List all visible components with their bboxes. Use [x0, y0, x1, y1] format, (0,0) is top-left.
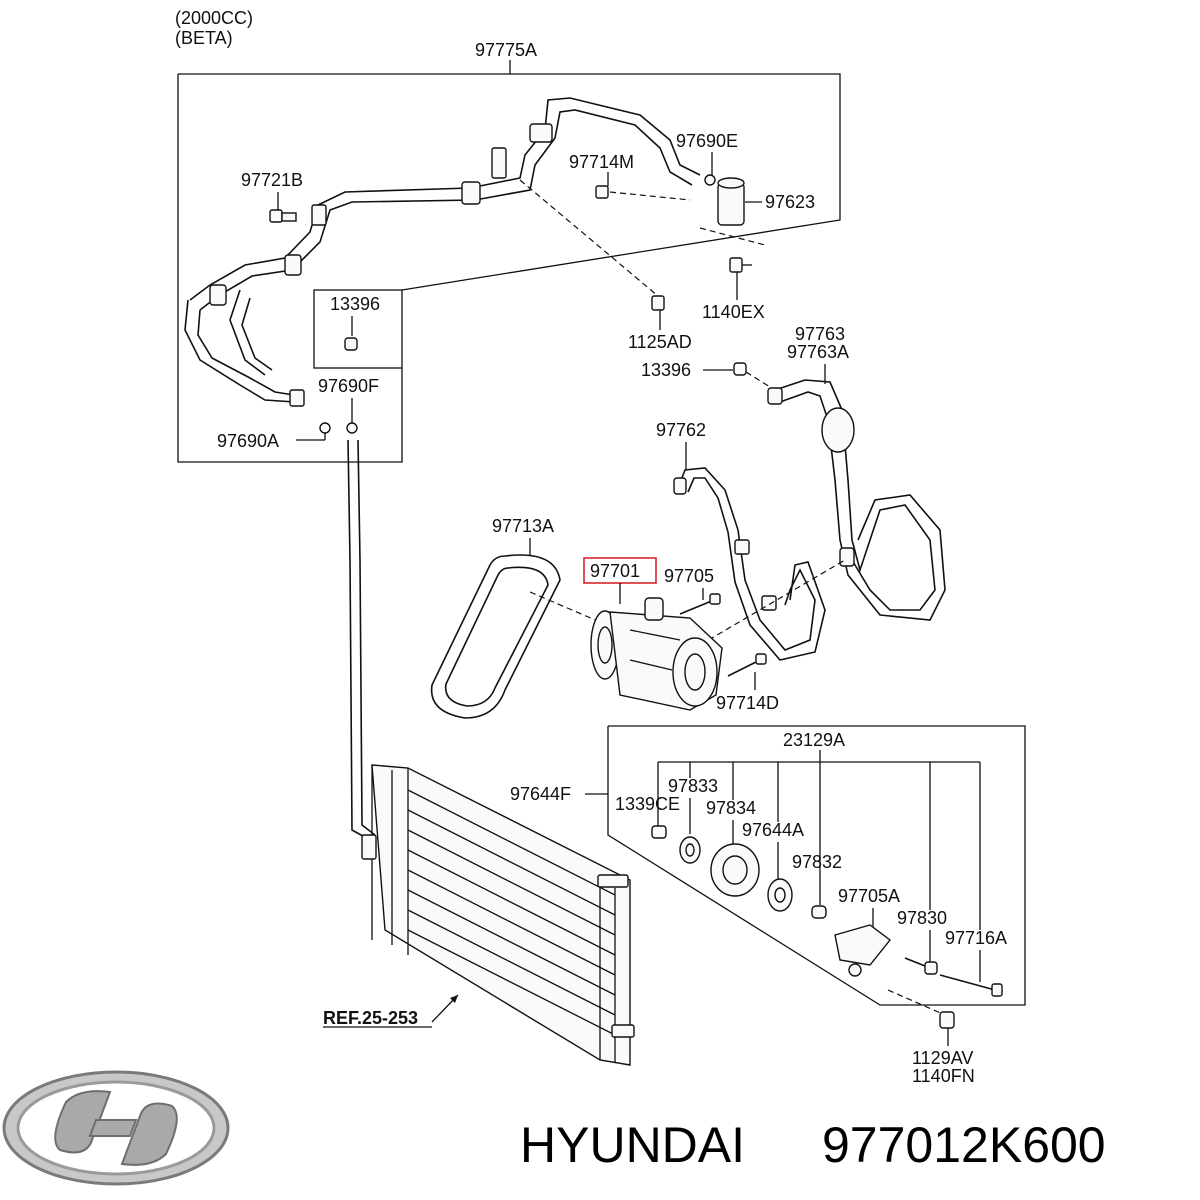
bolt-1129AV [939, 1011, 955, 1029]
label-97623: 97623 [765, 192, 815, 212]
pipe-97775A [184, 97, 701, 407]
label-97775A: 97775A [475, 40, 537, 60]
brand-part-number: 977012K600 [822, 1117, 1106, 1173]
nut-13396-box [344, 337, 358, 351]
bolt-97714D [727, 653, 767, 677]
label-1129AV: 1129AV [912, 1048, 973, 1068]
label-1140FN: 1140FN [912, 1066, 975, 1086]
oring-97690F [346, 422, 358, 434]
label-13396-box: 13396 [330, 294, 380, 314]
bolt-1140EX [729, 257, 752, 273]
label-97713A: 97713A [492, 516, 554, 536]
bolt-97721B [269, 209, 297, 223]
nut-13396 [733, 362, 747, 376]
top-box-frame [178, 73, 841, 291]
oring-97690E [704, 174, 716, 186]
drier-97623 [717, 177, 745, 226]
ref-arrowhead [450, 995, 458, 1003]
label-ref: REF.25-253 [323, 1008, 418, 1028]
compressor-97701 [590, 597, 723, 711]
label-97762: 97762 [656, 420, 706, 440]
label-97705: 97705 [664, 566, 714, 586]
label-97701: 97701 [590, 561, 640, 581]
label-97714D: 97714D [716, 693, 779, 713]
label-97763A: 97763A [787, 342, 849, 362]
label-97830: 97830 [897, 908, 947, 928]
belt-97713A [430, 554, 561, 719]
label-13396: 13396 [641, 360, 691, 380]
label-97690E: 97690E [676, 131, 738, 151]
label-97644A: 97644A [742, 820, 804, 840]
label-97644F: 97644F [510, 784, 571, 804]
bolt-97714M [595, 185, 691, 201]
bolt-97705 [679, 593, 721, 615]
kit-box-frame-left [607, 726, 915, 1006]
label-97833: 97833 [668, 776, 718, 796]
label-97832: 97832 [792, 852, 842, 872]
condenser [361, 764, 635, 1066]
engine-label: (2000CC) [175, 8, 253, 28]
liquid-pipe [347, 439, 376, 841]
hose-97763 [767, 379, 946, 621]
label-97763: 97763 [795, 324, 845, 344]
label-97690A: 97690A [217, 431, 279, 451]
inner-box-13396 [313, 289, 403, 369]
oring-97690A [319, 422, 331, 434]
label-1140EX: 1140EX [702, 302, 765, 322]
brand-name: HYUNDAI [520, 1117, 745, 1173]
hyundai-logo [2, 1070, 230, 1186]
bolt-1125AD [651, 295, 665, 311]
label-97705A: 97705A [838, 886, 900, 906]
label-97714M: 97714M [569, 152, 634, 172]
kit-parts [651, 825, 1003, 997]
label-97834: 97834 [706, 798, 756, 818]
dash-97623 [699, 227, 766, 246]
label-97716A: 97716A [945, 928, 1007, 948]
top-box-frame-left [177, 74, 403, 463]
kit-box-frame [608, 725, 1026, 1006]
hose-97762 [673, 467, 826, 661]
variant-label: (BETA) [175, 28, 233, 48]
label-97721B: 97721B [241, 170, 303, 190]
label-1125AD: 1125AD [628, 332, 692, 352]
label-1339CE: 1339CE [615, 794, 680, 814]
dash-1125AD [519, 179, 659, 297]
label-23129A: 23129A [783, 730, 845, 750]
label-97690F: 97690F [318, 376, 379, 396]
